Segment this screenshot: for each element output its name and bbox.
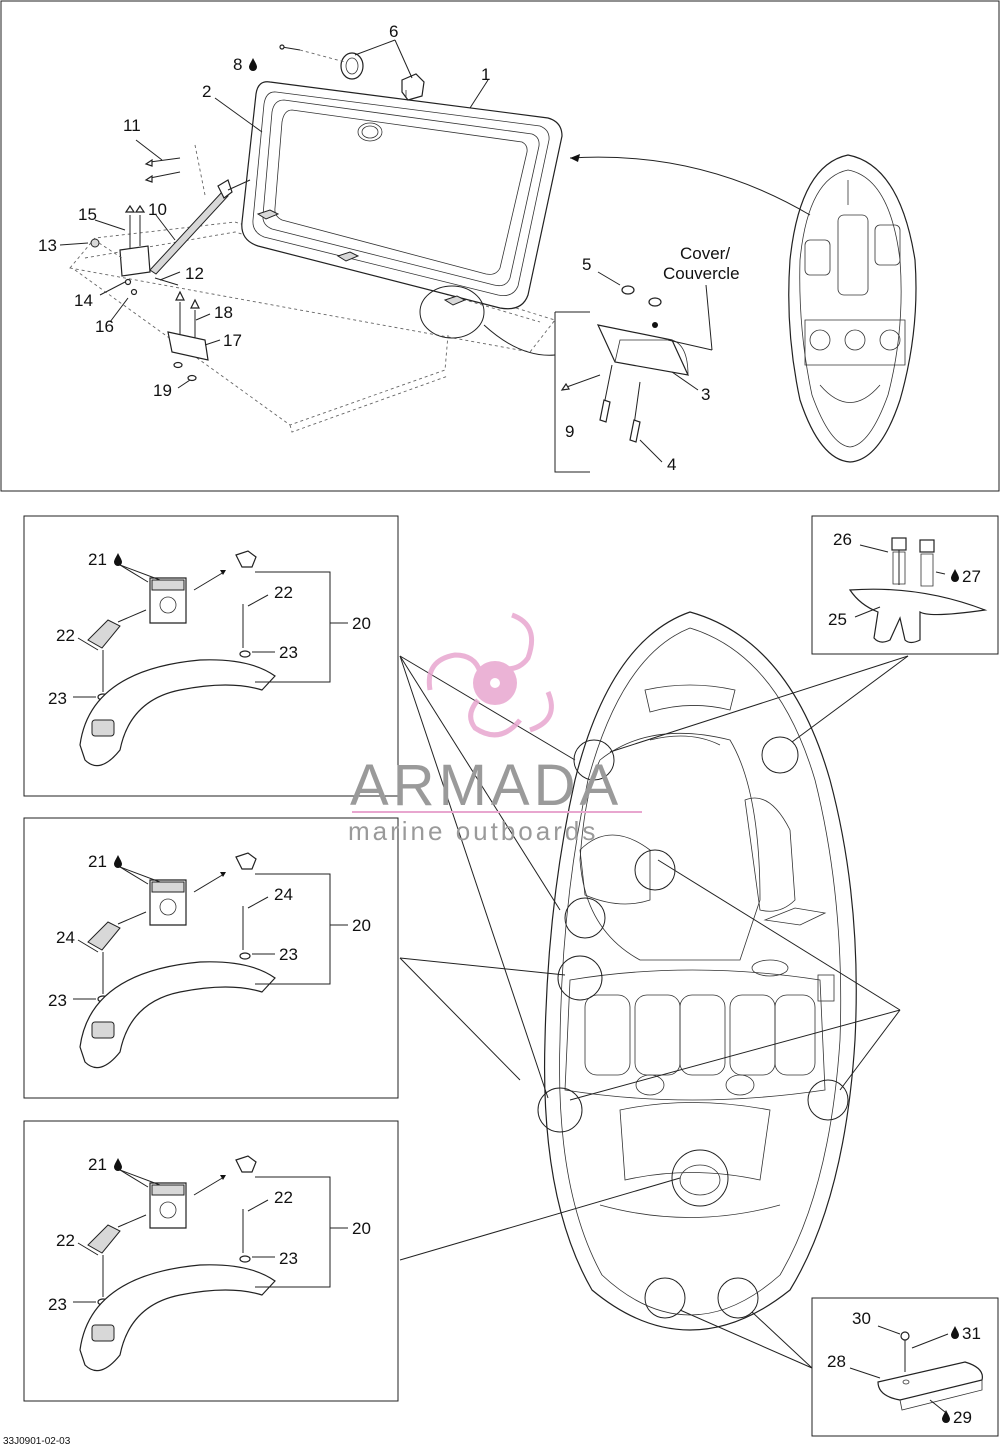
leader-lines-top bbox=[59, 39, 713, 463]
armada-watermark-logo bbox=[426, 612, 554, 738]
callout-17: 17 bbox=[223, 331, 242, 350]
panel3-callout-screw-left: 22 bbox=[56, 1231, 75, 1250]
top-section-frame bbox=[0, 0, 1000, 492]
callout-9: 9 bbox=[565, 422, 574, 441]
panel1-callout-21: 21 bbox=[88, 550, 107, 569]
panel2-callout-washer-top: 23 bbox=[279, 945, 298, 964]
detail-circles bbox=[537, 736, 849, 1319]
leader-lines-bottom bbox=[399, 655, 909, 1369]
storage-cover-frame bbox=[241, 81, 563, 310]
drop-icon bbox=[942, 1410, 950, 1423]
watermark-tagline: marine outboards bbox=[348, 816, 598, 846]
plate-callout-29: 29 bbox=[953, 1408, 972, 1427]
callout-6: 6 bbox=[389, 22, 398, 41]
callout-4: 4 bbox=[667, 455, 676, 474]
plate-callout-30: 30 bbox=[852, 1309, 871, 1328]
watercraft-overview-top bbox=[788, 154, 917, 463]
panel2-callout-screw-left: 24 bbox=[56, 928, 75, 947]
cleat-callout-26: 26 bbox=[833, 530, 852, 549]
callout-12: 12 bbox=[185, 264, 204, 283]
watercraft-main-view bbox=[544, 611, 857, 1331]
diagram-code: 33J0901-02-03 bbox=[3, 1436, 71, 1447]
cover-latch-detail bbox=[419, 285, 690, 473]
panel1-callout-washer-top: 23 bbox=[279, 643, 298, 662]
cover-label-line2: Couvercle bbox=[663, 264, 740, 283]
grab-handle-panel-2 bbox=[23, 817, 399, 1099]
knob-parts bbox=[340, 52, 425, 101]
bracket-part-17 bbox=[167, 290, 209, 382]
panel3-callout-washer-top: 23 bbox=[279, 1249, 298, 1268]
grab-handle-panel-1 bbox=[23, 515, 399, 797]
plate-panel bbox=[811, 1297, 999, 1437]
cleat-callout-27: 27 bbox=[962, 567, 981, 586]
screw-part-8 bbox=[279, 44, 346, 63]
drop-icon bbox=[249, 58, 257, 71]
grab-handle-panel-3 bbox=[23, 1120, 399, 1402]
support-rod bbox=[149, 179, 251, 275]
drop-icon bbox=[114, 1158, 122, 1171]
panel3-callout-washer-left: 23 bbox=[48, 1295, 67, 1314]
frame-latches bbox=[256, 209, 467, 306]
cleat-callout-25: 25 bbox=[828, 610, 847, 629]
panel1-callout-washer-left: 23 bbox=[48, 689, 67, 708]
callout-13: 13 bbox=[38, 236, 57, 255]
panel2-callout-washer-left: 23 bbox=[48, 991, 67, 1010]
pointer-to-cover bbox=[569, 156, 811, 216]
panel3-callout-screw-top: 22 bbox=[274, 1188, 293, 1207]
plate-callout-28: 28 bbox=[827, 1352, 846, 1371]
watermark-brand: ARMADA bbox=[350, 753, 622, 818]
callout-16: 16 bbox=[95, 317, 114, 336]
callout-11: 11 bbox=[123, 116, 141, 135]
callout-2: 2 bbox=[202, 82, 211, 101]
panel2-callout-20: 20 bbox=[352, 916, 371, 935]
callout-3: 3 bbox=[701, 385, 710, 404]
plate-callout-31: 31 bbox=[962, 1324, 981, 1343]
cleat-panel bbox=[811, 515, 999, 655]
drop-icon bbox=[951, 1326, 959, 1339]
panel3-callout-20: 20 bbox=[352, 1219, 371, 1238]
callout-1: 1 bbox=[481, 65, 490, 84]
callout-10: 10 bbox=[148, 200, 167, 219]
panel1-callout-screw-top: 22 bbox=[274, 583, 293, 602]
panel1-callout-20: 20 bbox=[352, 614, 371, 633]
callout-19: 19 bbox=[153, 381, 172, 400]
drop-icon bbox=[951, 569, 959, 582]
callout-5: 5 bbox=[582, 255, 591, 274]
drop-icon bbox=[114, 855, 122, 868]
panel1-callout-screw-left: 22 bbox=[56, 626, 75, 645]
callout-8: 8 bbox=[233, 55, 242, 74]
hinge-bracket-parts bbox=[90, 144, 206, 296]
callout-15: 15 bbox=[78, 205, 97, 224]
panel2-callout-screw-top: 24 bbox=[274, 885, 293, 904]
callout-18: 18 bbox=[214, 303, 233, 322]
drop-icon bbox=[114, 553, 122, 566]
cover-label-line1: Cover/ bbox=[680, 244, 730, 263]
callout-14: 14 bbox=[74, 291, 93, 310]
panel3-callout-21: 21 bbox=[88, 1155, 107, 1174]
panel2-callout-21: 21 bbox=[88, 852, 107, 871]
